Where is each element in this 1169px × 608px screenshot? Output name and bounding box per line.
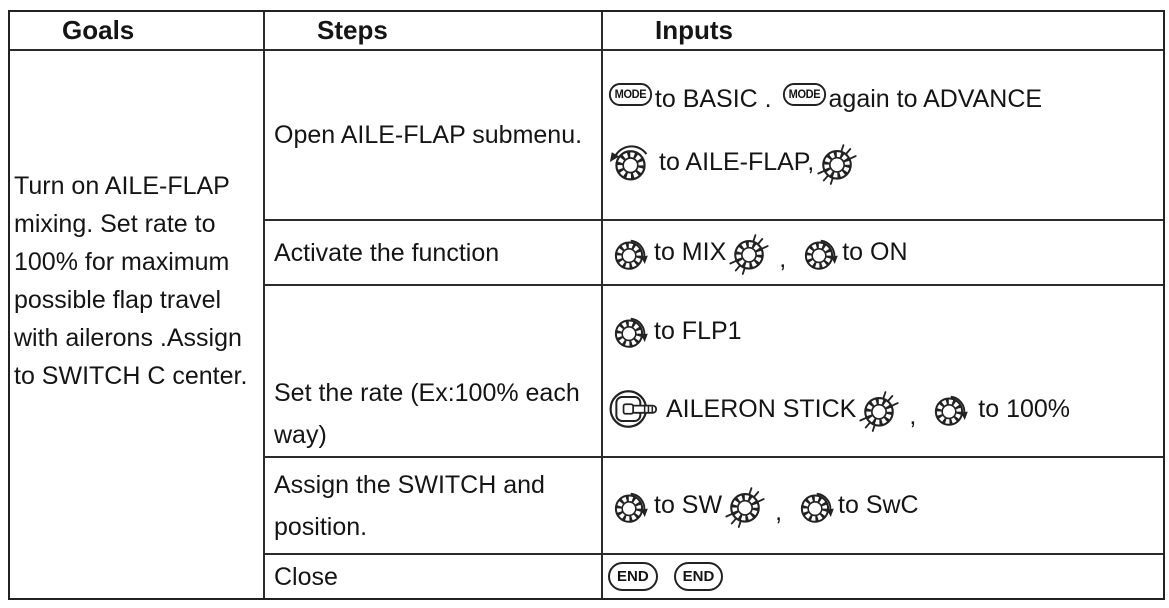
input-line: END END xyxy=(608,562,1163,591)
input-text: to SwC xyxy=(838,491,919,519)
goals-text: Turn on AILE-FLAP mixing. Set rate to 10… xyxy=(14,172,248,390)
mode-button-icon: MODE xyxy=(608,83,653,106)
inputs-header-label: Inputs xyxy=(655,15,733,45)
input-line: to FLP1 xyxy=(608,310,1163,352)
input-text: to 100% xyxy=(978,394,1071,423)
goals-header-label: Goals xyxy=(62,15,135,45)
separator-comma: , xyxy=(909,402,917,430)
step-text: Close xyxy=(274,562,338,591)
dial-rotate-icon xyxy=(608,310,650,352)
separator-comma: , xyxy=(779,245,787,273)
column-header-steps: Steps xyxy=(265,12,603,51)
input-text: AILERON STICK xyxy=(666,394,857,423)
dial-rotate-icon xyxy=(928,388,970,430)
input-line: to MIX , to ON xyxy=(608,230,1163,275)
input-line: to SW , to SwC xyxy=(608,483,1163,528)
dial-press-icon xyxy=(857,387,901,432)
input-text: again to ADVANCE xyxy=(828,85,1043,113)
step-cell-set-rate: Set the rate (Ex:100% each way) xyxy=(265,286,603,458)
dial-press-icon xyxy=(723,483,767,528)
dial-rotate-icon xyxy=(798,232,840,274)
input-text: to FLP1 xyxy=(654,316,742,345)
inputs-cell-assign-switch: to SW , to SwC xyxy=(603,458,1163,555)
dial-rotate-icon xyxy=(794,485,836,527)
inputs-cell-set-rate: to FLP1 AILERON STICK , to 100% xyxy=(603,286,1163,458)
dial-rotate-icon xyxy=(608,140,653,185)
step-cell-activate: Activate the function xyxy=(265,221,603,286)
inputs-cell-close: END END xyxy=(603,555,1163,598)
step-cell-assign-switch: Assign the SWITCH and position. xyxy=(265,458,603,555)
column-header-inputs: Inputs xyxy=(603,12,1163,51)
step-text: Activate the function xyxy=(274,238,500,267)
input-text: to ON xyxy=(842,238,908,266)
dial-rotate-icon xyxy=(608,232,650,274)
inputs-cell-activate: to MIX , to ON xyxy=(603,221,1163,286)
input-line: to AILE-FLAP, xyxy=(608,140,1163,185)
step-cell-open-submenu: Open AILE-FLAP submenu. xyxy=(265,51,603,221)
goals-cell: Turn on AILE-FLAP mixing. Set rate to 10… xyxy=(10,51,265,598)
end-button-icon: END xyxy=(673,562,724,591)
column-header-goals: Goals xyxy=(10,12,265,51)
step-text: Set the rate (Ex:100% each way) xyxy=(274,379,580,449)
dial-rotate-icon xyxy=(608,485,650,527)
end-button-icon: END xyxy=(608,562,658,591)
step-cell-close: Close xyxy=(265,555,603,598)
input-text: to BASIC . xyxy=(654,85,772,113)
dial-press-icon xyxy=(815,140,859,185)
inputs-cell-open-submenu: MODE to BASIC . MODE again to ADVANCE to… xyxy=(603,51,1163,221)
input-text: to SW xyxy=(654,491,723,519)
step-text: Open AILE-FLAP submenu. xyxy=(274,121,583,149)
procedure-table: Goals Steps Inputs Turn on AILE-FLAP mix… xyxy=(8,10,1165,600)
dial-press-icon xyxy=(727,230,771,275)
input-line: MODE to BASIC . MODE again to ADVANCE xyxy=(608,83,1163,114)
steps-header-label: Steps xyxy=(317,15,388,45)
step-text: Assign the SWITCH and position. xyxy=(274,470,545,541)
separator-comma: , xyxy=(775,498,783,526)
mode-button-icon: MODE xyxy=(782,83,826,106)
input-text: to MIX xyxy=(654,238,727,266)
input-line: AILERON STICK , to 100% xyxy=(608,386,1163,432)
input-text: to AILE-FLAP, xyxy=(659,148,815,176)
aileron-stick-icon xyxy=(609,390,658,428)
